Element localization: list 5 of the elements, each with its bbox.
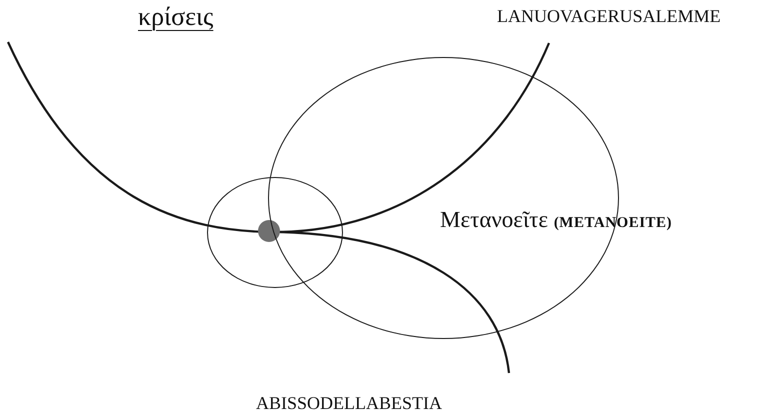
region-label: LANUOVAGERUSALEMME — [497, 6, 721, 27]
region-label: ABISSODELLABESTIA — [256, 393, 442, 414]
small-ellipse — [207, 177, 343, 288]
dot — [258, 220, 280, 242]
heading-text: κρίσεις — [138, 2, 214, 32]
